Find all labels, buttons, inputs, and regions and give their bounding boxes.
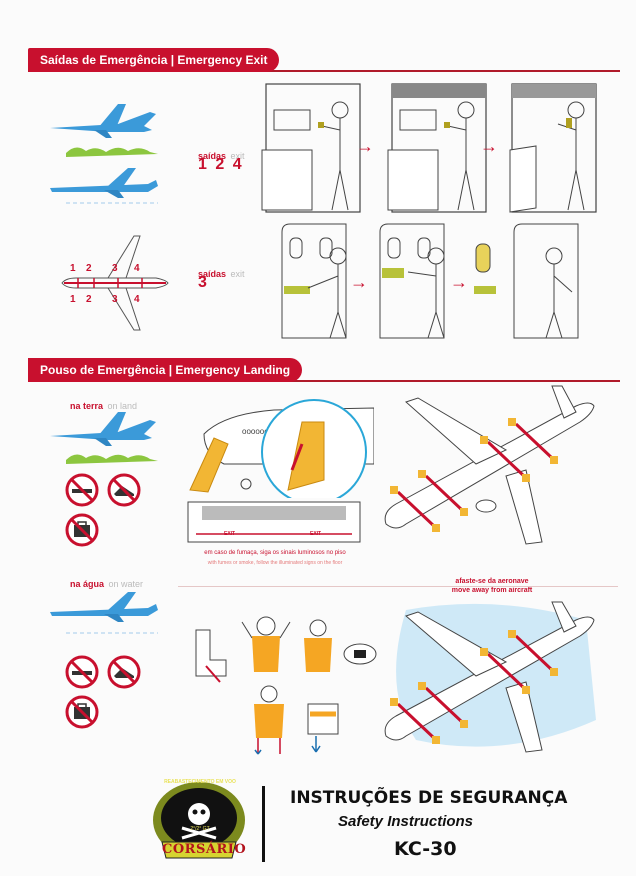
airplane-ditching-icon [50, 168, 158, 198]
evacuation-slide-illustration: oooooooo [189, 399, 374, 498]
vest-strap-tighten-icon [343, 643, 377, 665]
exits-label-group-1: saídas exit [198, 146, 245, 164]
exit-sign-right: EXIT [310, 531, 322, 537]
title-instructions-pt: INSTRUÇÕES DE SEGURANÇA [290, 788, 568, 808]
floor-path-lighting-diagram [187, 501, 361, 543]
seat-number: 2 [86, 294, 92, 305]
seat-vest-location-icon [195, 629, 227, 683]
no-baggage-icon [65, 513, 99, 547]
arrow-right-icon: → [356, 136, 374, 156]
no-high-heels-icon [107, 655, 141, 689]
door-opening-step-2 [387, 83, 487, 213]
section-title-landing: Pouso de Emergência | Emergency Landing [28, 358, 303, 382]
exits-numbers-2: 3 [198, 274, 207, 291]
on-land-pt: na terra [70, 401, 104, 411]
no-smoking-icon [65, 473, 99, 507]
grass-strip [66, 454, 158, 464]
section-divider [28, 380, 620, 382]
door-opening-step-3 [509, 83, 597, 213]
exits-label-group-2: saídas exit [198, 264, 245, 282]
corsario-squadron-logo [153, 782, 245, 859]
arrow-right-icon: → [350, 272, 368, 292]
move-away-en: move away from aircraft [451, 587, 533, 594]
on-land-en: on land [107, 401, 138, 411]
exits-numbers-1: 1 2 4 [198, 156, 244, 173]
airplane-landing-icon [50, 412, 156, 446]
on-water-en: on water [108, 579, 143, 589]
life-vest-donning-icon [241, 616, 291, 672]
smoke-note-en: with fumes or smoke, follow the illumina… [207, 560, 343, 566]
overwing-door-step-3 [474, 223, 579, 339]
grass-strip [66, 147, 158, 157]
aircraft-slides-land-illustration [384, 385, 595, 545]
airplane-top-view-icon [61, 235, 169, 331]
exits-label-en: exit [230, 151, 245, 161]
smoke-note-pt: em caso de fumaça, siga os sinais lumino… [204, 550, 346, 556]
aircraft-slides-water-illustration [384, 601, 596, 753]
on-land-label: na terra on land [70, 396, 137, 414]
seat-number: 1 [70, 294, 76, 305]
exits-label-en: exit [230, 269, 245, 279]
life-vest-pull-tabs-icon [307, 703, 339, 753]
section-title-exit: Saídas de Emergência | Emergency Exit [28, 48, 280, 72]
exits-label-pt: saídas [198, 269, 227, 279]
seat-number: 4 [134, 294, 140, 305]
airplane-ditching-icon [50, 592, 158, 622]
overwing-door-step-1 [281, 223, 347, 339]
seat-number: 3 [112, 263, 118, 274]
footer-divider [262, 786, 265, 862]
on-water-label: na água on water [70, 574, 143, 592]
seat-number: 1 [70, 263, 76, 274]
exit-sign-left: EXIT [224, 531, 236, 537]
no-high-heels-icon [107, 473, 141, 507]
move-away-pt: afaste-se da aeronave [455, 578, 529, 585]
life-vest-worn-icon [304, 619, 332, 672]
section-divider [28, 70, 620, 72]
airplane-takeoff-icon [50, 104, 156, 138]
subsection-divider [178, 586, 618, 587]
logo-unit-text: 2°/2° GT [190, 826, 210, 832]
logo-corsario-text: CORSÁRIO [162, 842, 247, 857]
arrow-right-icon: → [480, 136, 498, 156]
life-vest-inflate-icon [254, 685, 284, 755]
svg-text:oooooooo: oooooooo [242, 427, 278, 436]
on-water-pt: na água [70, 579, 105, 589]
no-smoking-icon [65, 655, 99, 689]
title-instructions-en: Safety Instructions [338, 813, 474, 830]
door-opening-step-1 [261, 83, 361, 213]
exits-label-pt: saídas [198, 151, 227, 161]
seat-number: 3 [112, 294, 118, 305]
arrow-right-icon: → [450, 272, 468, 292]
water-line [66, 202, 158, 204]
seat-number: 2 [86, 263, 92, 274]
overwing-door-step-2 [379, 223, 445, 339]
no-baggage-icon [65, 695, 99, 729]
logo-arc-text: REABASTECIMENTO EM VOO [164, 779, 236, 785]
aircraft-model: KC-30 [394, 838, 457, 860]
water-line [66, 632, 158, 634]
seat-number: 4 [134, 263, 140, 274]
